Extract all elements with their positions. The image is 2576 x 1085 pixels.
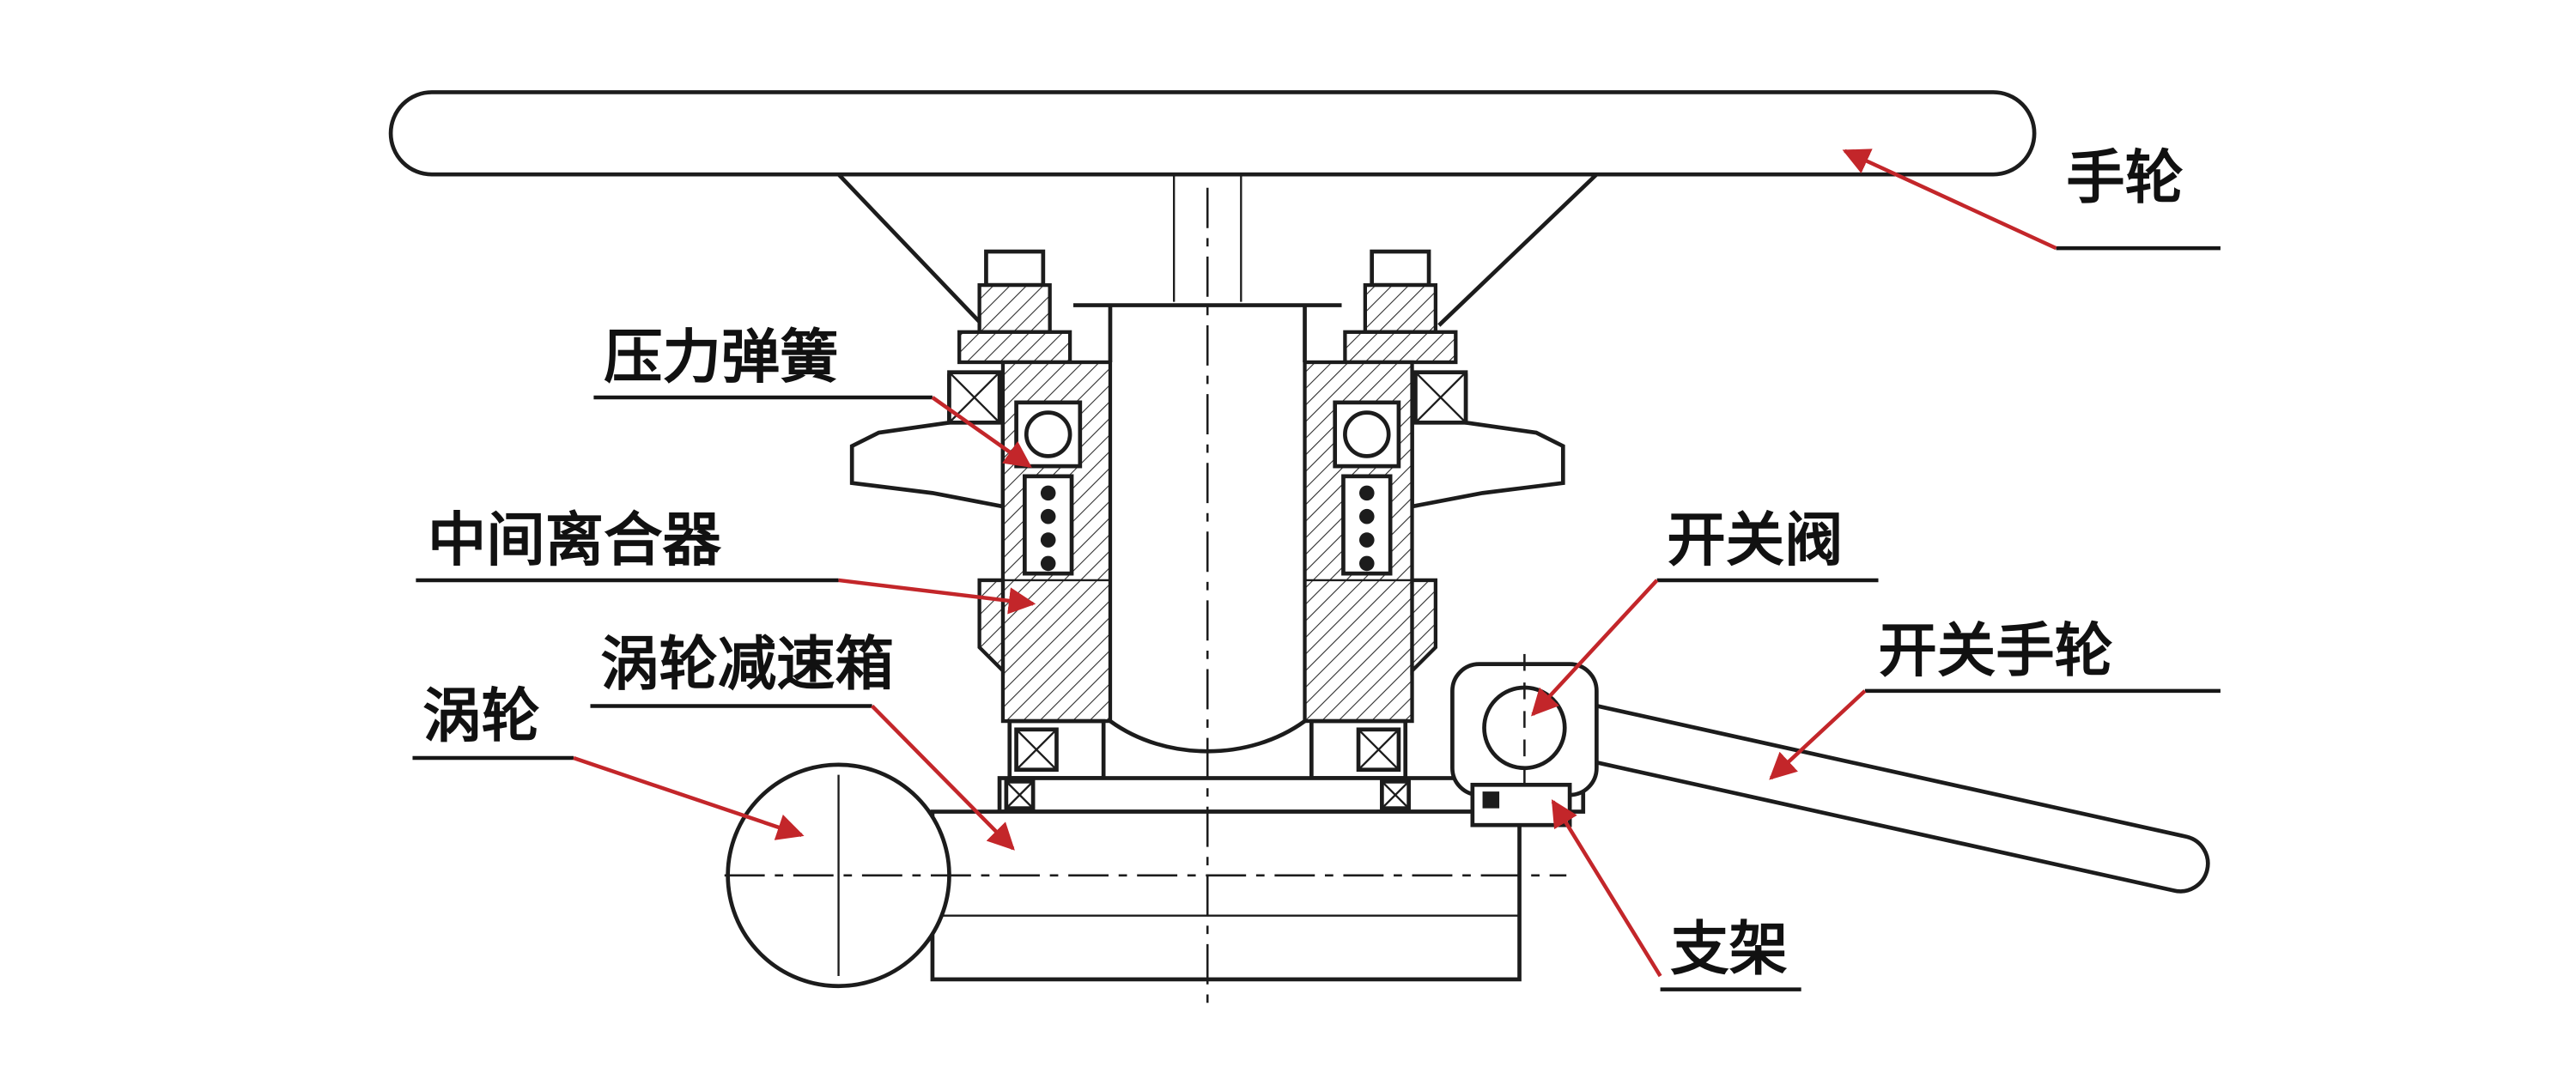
label-group-worm-wheel: 涡轮 (412, 684, 805, 840)
pressure-spring-right (1341, 474, 1393, 576)
clutch-step-right (1410, 578, 1438, 676)
label-group-switch-valve: 开关阀 (1531, 508, 1879, 717)
label-pressure-spring: 压力弹簧 (604, 325, 838, 391)
label-switch-valve: 开关阀 (1667, 508, 1843, 573)
leader-arrow-pressure-spring (931, 396, 1032, 468)
left-flange-wing (849, 370, 1005, 509)
label-group-pressure-spring: 压力弹簧 (593, 325, 1032, 468)
leader-arrow-worm-gearbox (871, 704, 1015, 851)
worm-gearbox (726, 762, 1522, 989)
labels: 手轮 压力弹簧 中间离合器 涡轮减速箱 涡轮 开关阀 (412, 146, 2221, 991)
leader-arrow-intermediate-clutch (838, 578, 1036, 615)
clutch-step-left (977, 578, 1005, 676)
handwheel-rim (388, 90, 2037, 327)
leader-arrow-switch-handwheel (1769, 689, 1867, 780)
leader-arrow-handwheel (1842, 149, 2057, 251)
switch-handwheel-lever (1574, 701, 2210, 894)
label-worm-gearbox: 涡轮减速箱 (600, 632, 894, 697)
ball-bearing-right (1333, 400, 1401, 469)
label-group-bracket: 支架 (1551, 799, 1801, 991)
label-group-intermediate-clutch: 中间离合器 (416, 508, 1036, 615)
ball-bearing-left (1014, 400, 1083, 469)
label-group-worm-gearbox: 涡轮减速箱 (590, 632, 1015, 851)
label-group-switch-handwheel: 开关手轮 (1769, 618, 2221, 780)
switch-valve-housing (1450, 653, 1599, 826)
label-switch-handwheel: 开关手轮 (1879, 618, 2113, 683)
label-bracket: 支架 (1670, 917, 1788, 982)
column-foot-left (1007, 718, 1106, 780)
label-handwheel: 手轮 (2066, 146, 2184, 211)
label-group-handwheel: 手轮 (1842, 146, 2221, 251)
column-foot-right (1309, 718, 1408, 780)
label-worm-wheel: 涡轮 (422, 684, 540, 749)
centerlines (724, 187, 1567, 1007)
label-intermediate-clutch: 中间离合器 (428, 508, 721, 573)
leader-arrow-bracket (1551, 799, 1662, 978)
hub-assembly (849, 249, 1565, 780)
leader-arrow-switch-valve (1531, 579, 1659, 717)
pressure-spring-left (1023, 474, 1074, 576)
right-flange-wing (1410, 370, 1565, 509)
leader-arrow-worm-wheel (573, 755, 805, 840)
